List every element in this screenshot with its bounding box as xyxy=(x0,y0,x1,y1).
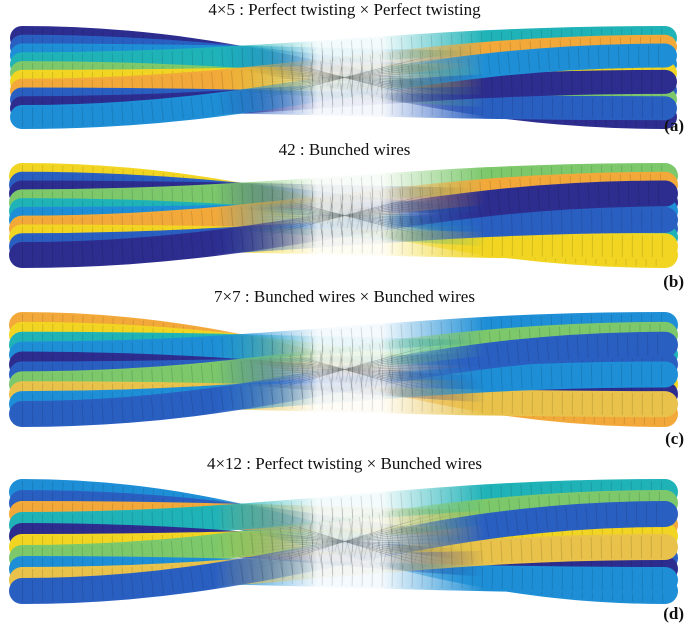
panel-label: (b) xyxy=(663,272,684,291)
strand-segment-marks xyxy=(21,45,666,127)
panel-title: 7×7 : Bunched wires × Bunched wires xyxy=(214,287,475,306)
yarn-rendering xyxy=(9,163,678,268)
panel-label: (c) xyxy=(665,429,684,448)
strand-segment-marks xyxy=(21,536,666,591)
panel-title: 4×12 : Perfect twisting × Bunched wires xyxy=(206,454,483,473)
panel-a: 4×5 : Perfect twisting × Perfect twistin… xyxy=(0,0,689,150)
fiber-strand xyxy=(10,43,677,129)
panel-title: 4×5 : Perfect twisting × Perfect twistin… xyxy=(208,0,481,19)
panel-b: 42 : Bunched wires (b) xyxy=(0,140,689,291)
fiber-strand xyxy=(9,501,678,604)
yarn-rendering xyxy=(9,312,678,427)
fiber-strand xyxy=(9,331,678,427)
yarn-rendering xyxy=(10,26,677,129)
yarn-rendering xyxy=(9,479,678,604)
strand-segment-marks xyxy=(21,182,666,266)
panel-c: 7×7 : Bunched wires × Bunched wires (c) xyxy=(0,287,689,452)
fiber-strand xyxy=(9,180,678,268)
panel-d: 4×12 : Perfect twisting × Bunched wires … xyxy=(0,454,689,630)
panel-label: (d) xyxy=(663,604,684,623)
panel-title: 42 : Bunched wires xyxy=(278,140,411,159)
strand-segment-marks xyxy=(21,323,666,396)
strand-segment-marks xyxy=(21,492,666,569)
panel-label: (a) xyxy=(664,116,684,135)
